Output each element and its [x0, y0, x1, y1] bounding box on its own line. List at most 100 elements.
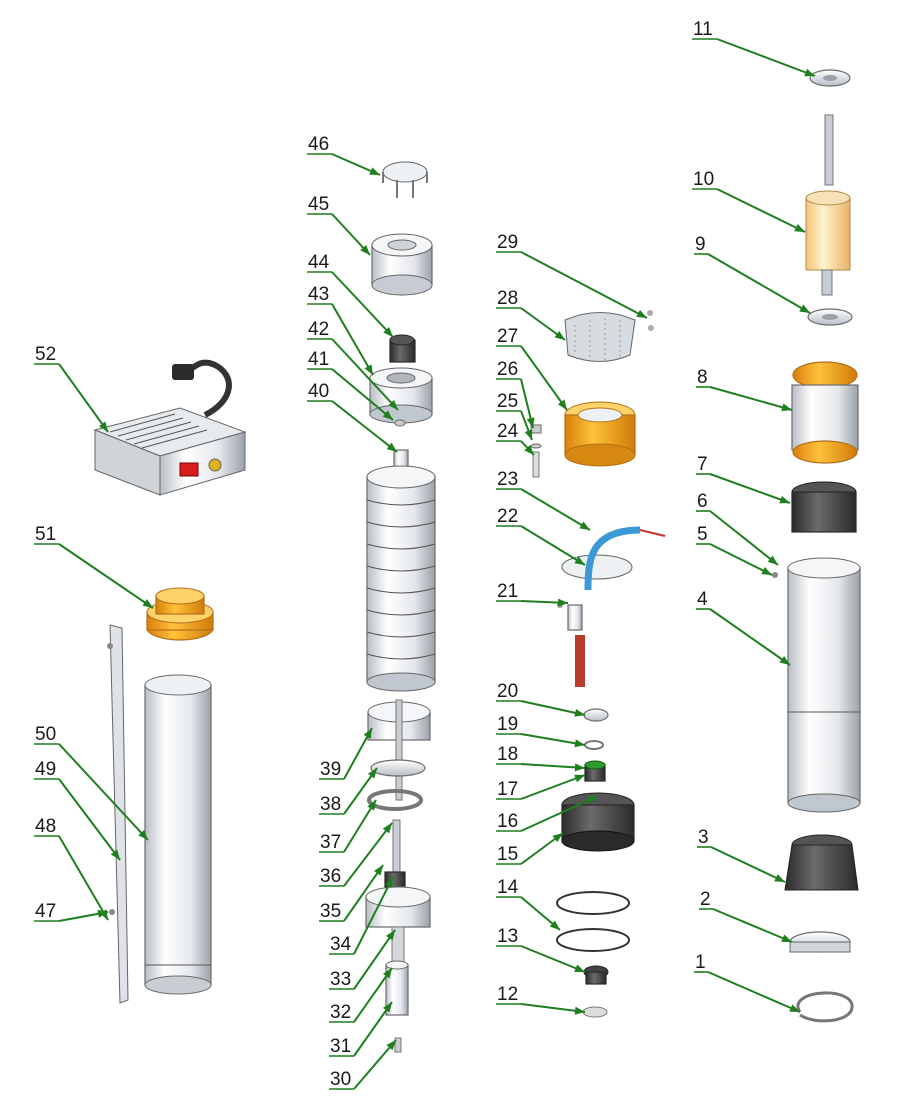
strainer-cap-part [382, 161, 428, 198]
callout-25: 25 [496, 391, 533, 441]
leader-arrowhead [552, 833, 563, 843]
leader-arrowhead [386, 442, 397, 452]
lower-bearing-part [807, 308, 853, 326]
leader-line [331, 338, 399, 411]
callout-number: 8 [697, 367, 708, 388]
callout-50: 50 [34, 724, 149, 841]
leader-line [353, 1039, 397, 1090]
leader-line [331, 400, 398, 453]
callout-28: 28 [496, 288, 566, 341]
outer-tube-part [144, 674, 212, 995]
leader-arrowhead [574, 739, 585, 748]
callout-35: 35 [319, 864, 384, 922]
callout-number: 9 [695, 234, 706, 255]
leader-line [520, 774, 586, 800]
callout-26: 26 [496, 359, 535, 429]
callout-number: 38 [320, 794, 341, 815]
callout-number: 16 [497, 811, 518, 832]
callout-number: 34 [330, 934, 352, 955]
leader-arrowhead [367, 768, 377, 779]
callout-9: 9 [694, 234, 811, 314]
leader-line [58, 835, 109, 921]
control-box-part [93, 359, 247, 496]
leader-line [353, 967, 393, 1023]
motor-bracket-part [564, 401, 636, 467]
leader-arrowhead [386, 930, 395, 941]
callout-number: 50 [35, 724, 56, 745]
callout-48: 48 [34, 816, 109, 921]
leader-line [520, 700, 586, 716]
callout-number: 26 [497, 359, 518, 380]
circlip-part [796, 991, 854, 1023]
leader-arrowhead [557, 399, 567, 410]
leader-line [716, 188, 806, 233]
callout-number: 15 [497, 844, 518, 865]
callout-number: 17 [497, 779, 518, 800]
leader-arrowhead [360, 244, 370, 255]
leader-arrowhead [367, 800, 376, 811]
callout-number: 46 [308, 134, 329, 155]
callout-34: 34 [329, 876, 394, 955]
callout-number: 44 [308, 252, 330, 273]
small-washer-part [394, 419, 406, 427]
leader-arrowhead [774, 874, 785, 882]
callout-number: 30 [330, 1069, 351, 1090]
callout-40: 40 [307, 381, 398, 453]
callout-number: 20 [497, 681, 518, 702]
leader-line [520, 1003, 586, 1013]
leader-arrowhead [388, 399, 398, 410]
base-ring-part [789, 931, 851, 953]
callout-number: 31 [330, 1036, 351, 1057]
motor-rotor-part [805, 114, 851, 296]
callout-number: 4 [697, 589, 708, 610]
leader-line [343, 822, 393, 887]
callout-44: 44 [307, 252, 394, 338]
leader-line [709, 473, 791, 504]
callout-number: 43 [308, 284, 329, 305]
callout-number: 10 [693, 169, 714, 190]
leader-line [353, 1001, 393, 1057]
leader-arrowhead [382, 1002, 392, 1013]
leader-line [353, 876, 394, 955]
leader-arrowhead [781, 934, 792, 942]
suction-housing-part [365, 886, 431, 963]
leader-arrowhead [574, 774, 585, 783]
leader-line [710, 846, 786, 883]
leader-arrowhead [386, 1040, 396, 1051]
leader-arrowhead [799, 304, 810, 313]
leader-line [520, 763, 586, 769]
callout-10: 10 [692, 169, 806, 233]
leader-line [716, 38, 816, 77]
leader-arrowhead [574, 556, 585, 565]
leader-line [520, 488, 591, 531]
leader-arrowhead [557, 598, 568, 607]
leader-arrowhead [363, 728, 372, 739]
leader-line [520, 251, 648, 319]
leader-line [520, 345, 568, 411]
motor-top-cover-part [791, 481, 857, 533]
leader-arrowhead [574, 763, 585, 772]
leader-line [353, 929, 396, 990]
callout-number: 47 [35, 901, 56, 922]
callout-49: 49 [34, 759, 121, 861]
seal-housing-part [561, 792, 635, 852]
callout-18: 18 [496, 744, 586, 772]
leader-arrowhead [579, 521, 590, 530]
callout-number: 29 [497, 232, 518, 253]
top-adaptor-part [146, 587, 214, 641]
leader-arrowhead [804, 68, 815, 77]
leader-arrowhead [574, 1006, 585, 1015]
callout-number: 11 [693, 19, 713, 40]
nut-washer-bolt-part [530, 424, 542, 478]
leader-arrowhead [364, 364, 373, 375]
leader-line [709, 386, 793, 411]
motor-stator-part [791, 361, 859, 464]
leader-line [520, 945, 586, 973]
callout-number: 33 [330, 969, 351, 990]
leader-arrowhead [142, 599, 153, 608]
callout-number: 25 [497, 391, 518, 412]
cable-guard-strap-part [107, 624, 129, 1004]
leader-line [343, 799, 377, 853]
key-pin-part [394, 1037, 402, 1053]
